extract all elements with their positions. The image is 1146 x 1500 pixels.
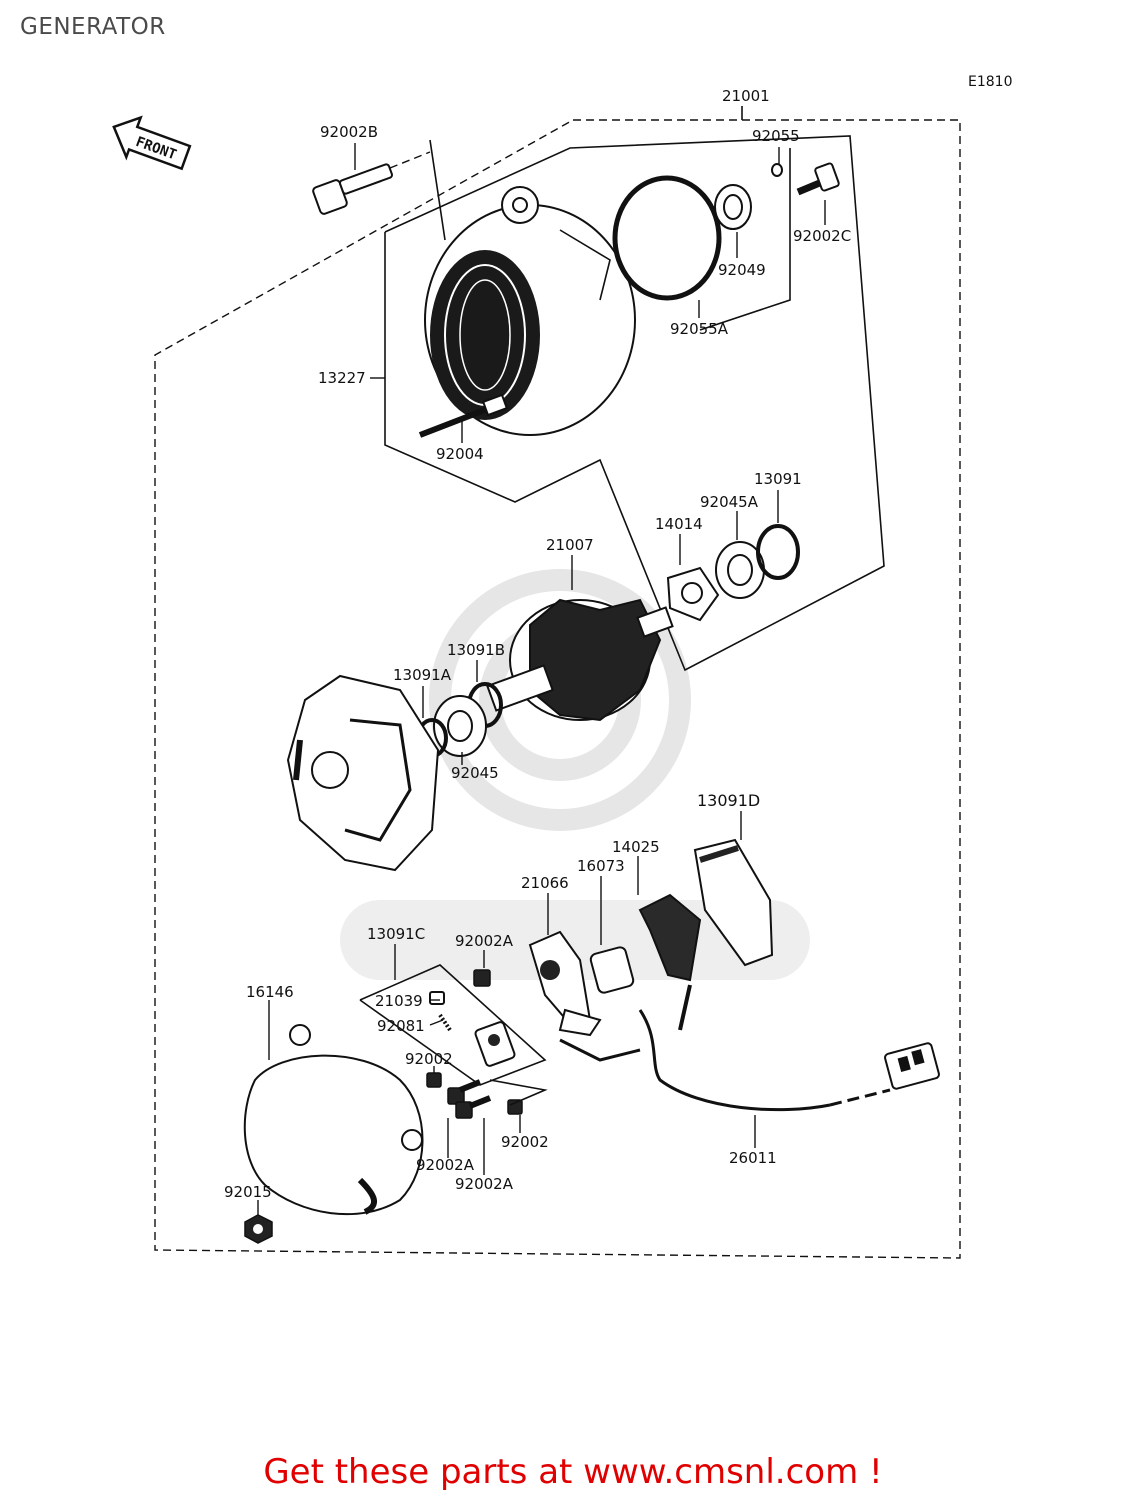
- stator-group-outline: [384, 135, 885, 672]
- part-label-92002A-top: 92002A: [455, 932, 514, 950]
- part-label-92015: 92015: [224, 1183, 272, 1201]
- part-label-16146: 16146: [246, 983, 294, 1001]
- rotor-21007: [486, 598, 674, 722]
- part-label-92081: 92081: [377, 1017, 425, 1035]
- part-label-21066: 21066: [521, 874, 569, 892]
- part-label-13227: 13227: [318, 369, 366, 387]
- o-ring-92055A: [612, 175, 722, 301]
- cover-13091D: [693, 838, 774, 967]
- part-label-92049: 92049: [718, 261, 766, 279]
- small-o-ring-92055: [771, 163, 783, 177]
- part-label-92002-right: 92002: [501, 1133, 549, 1151]
- part-label-21007: 21007: [546, 536, 594, 554]
- part-label-92045: 92045: [451, 764, 499, 782]
- footer-link[interactable]: Get these parts at www.cmsnl.com !: [263, 1452, 883, 1492]
- part-label-92045A: 92045A: [700, 493, 759, 511]
- part-labels: 21001 E1810 92002B 92055 92002C 92049 92…: [224, 74, 1012, 1201]
- leader-lines: [257, 143, 826, 1215]
- regulator-14025: [638, 893, 702, 982]
- bolt-92002C: [796, 162, 840, 196]
- part-label-92002A-right: 92002A: [455, 1175, 514, 1193]
- bolt-92002B: [312, 163, 393, 215]
- rear-cover-16146: [243, 1024, 424, 1216]
- part-label-13091D: 13091D: [697, 791, 760, 810]
- part-label-92002B: 92002B: [320, 123, 378, 141]
- brush-holder-21066: [528, 930, 602, 1037]
- part-label-13091B: 13091B: [447, 641, 505, 659]
- part-label-13091C: 13091C: [367, 925, 425, 943]
- part-label-21039: 21039: [375, 992, 423, 1010]
- part-label-92002-left: 92002: [405, 1050, 453, 1068]
- assembly-outline-21001: [154, 119, 961, 1259]
- part-label-92055: 92055: [752, 127, 800, 145]
- part-label-14025: 14025: [612, 838, 660, 856]
- part-label-26011: 26011: [729, 1149, 777, 1167]
- brush-16073: [589, 946, 635, 994]
- part-label-92002C: 92002C: [793, 227, 851, 245]
- front-housing: [286, 674, 440, 872]
- regulator-parts-13091C: [359, 964, 547, 1086]
- part-label-21001: 21001: [722, 87, 770, 105]
- wiring-26011: [559, 984, 940, 1112]
- stud-92004: [418, 393, 509, 438]
- front-arrow-icon: FRONT: [112, 115, 192, 171]
- page-title: GENERATOR: [20, 14, 166, 40]
- screws-92002-group: [426, 969, 548, 1119]
- nut-92015: [244, 1214, 273, 1244]
- part-label-14014: 14014: [655, 515, 703, 533]
- diagram-code: E1810: [968, 74, 1012, 90]
- part-label-13091A: 13091A: [393, 666, 452, 684]
- gasket-14014: [666, 566, 720, 622]
- part-label-16073: 16073: [577, 857, 625, 875]
- ring-13091: [756, 524, 800, 580]
- part-label-92004: 92004: [436, 445, 484, 463]
- stator-housing-13227: [424, 186, 636, 436]
- part-label-13091: 13091: [754, 470, 802, 488]
- part-label-92002A-left: 92002A: [416, 1156, 475, 1174]
- part-label-92055A: 92055A: [670, 320, 729, 338]
- bearing-92049: [714, 184, 752, 230]
